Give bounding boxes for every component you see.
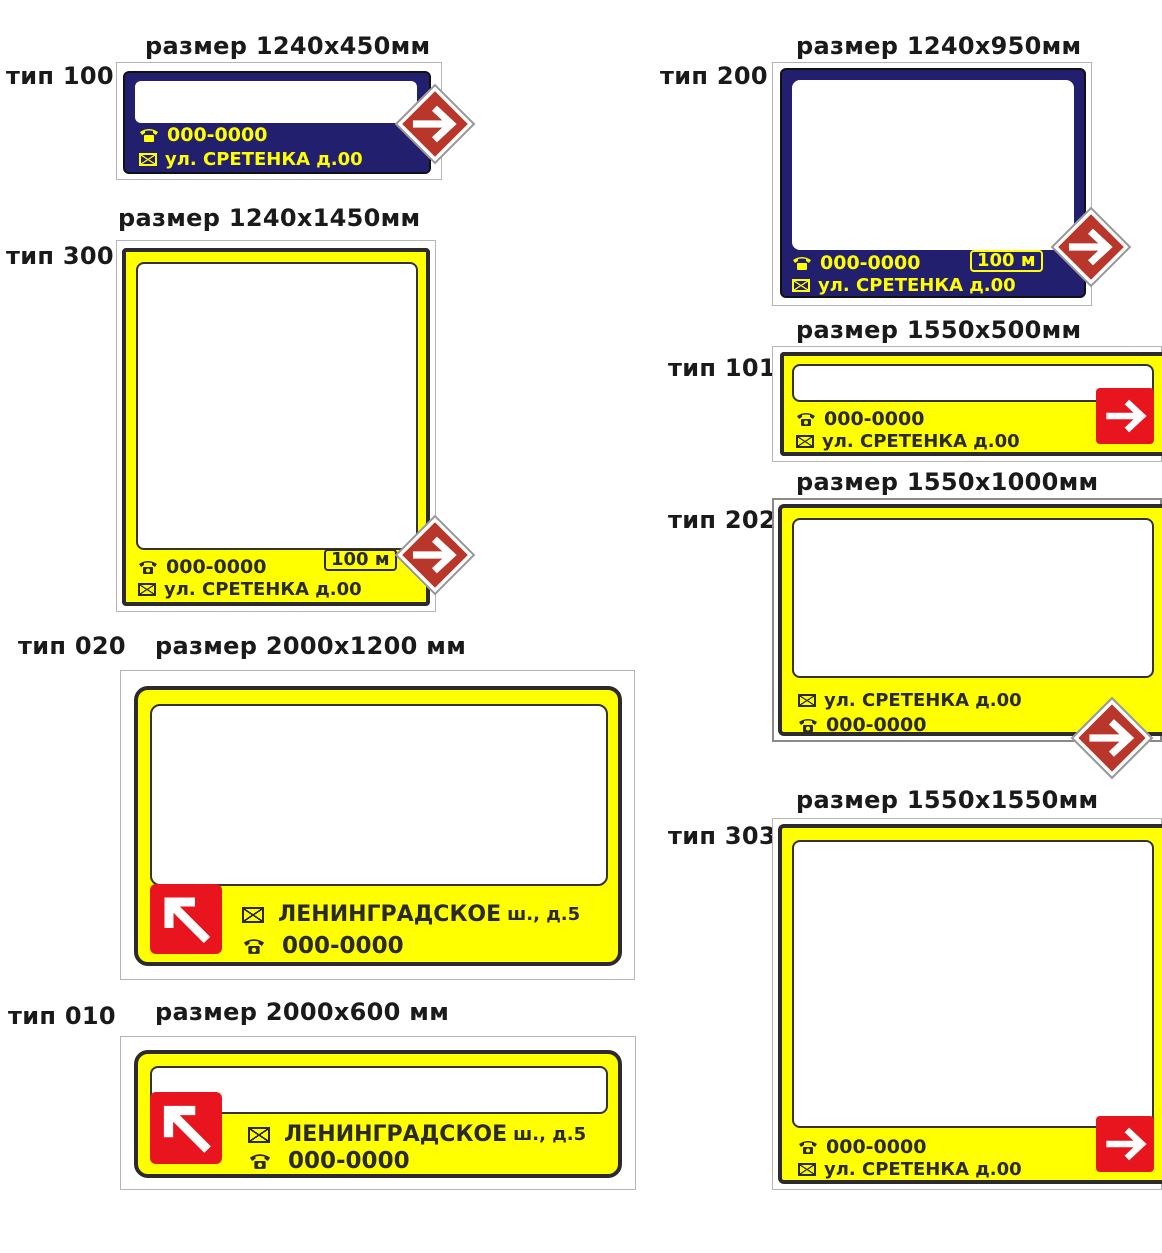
phone-icon <box>792 255 812 271</box>
type-label-t202: тип 202 <box>668 506 776 534</box>
envelope-icon <box>792 279 810 292</box>
sign-window <box>792 840 1154 1128</box>
phone-line: 000-0000 <box>796 408 924 430</box>
address-line: ул. СРЕТЕНКА д.00 <box>796 431 1020 452</box>
address-text: ул. СРЕТЕНКА д.00 <box>165 149 363 170</box>
sign-plate-t200: 000-0000 100 м ул. СРЕТЕНКА д.00 <box>780 68 1086 298</box>
phone-line: 000-0000 <box>139 123 268 146</box>
type-label-t101: тип 101 <box>668 354 776 382</box>
sign-window <box>150 1066 608 1114</box>
sign-plate-t010: ЛЕНИНГРАДСКОЕ ш., д.5 000-0000 <box>134 1050 622 1178</box>
diamond-arrow-icon <box>1050 206 1132 288</box>
size-label-t202: размер 1550х1000мм <box>796 468 1099 496</box>
distance-badge: 100 м <box>324 549 397 571</box>
arrow-right-icon <box>1096 1116 1154 1172</box>
address-suffix: ш., д.5 <box>507 904 581 925</box>
sign-plate-t020: ЛЕНИНГРАДСКОЕ ш., д.5 000-0000 <box>134 686 622 966</box>
phone-text: 000-0000 <box>282 933 404 959</box>
address-text: ул. СРЕТЕНКА д.00 <box>164 579 362 600</box>
phone-icon <box>798 1139 818 1155</box>
phone-text: 000-0000 <box>826 714 927 736</box>
phone-icon <box>138 559 158 575</box>
phone-line: 000-0000 <box>798 714 926 736</box>
size-label-t200: размер 1240х950мм <box>796 32 1082 60</box>
envelope-icon <box>138 583 156 596</box>
size-label-t303: размер 1550х1550мм <box>796 786 1099 814</box>
envelope-icon <box>798 694 816 707</box>
arrow-right-icon <box>1096 388 1154 444</box>
type-label-t303: тип 303 <box>668 822 776 850</box>
envelope-icon <box>242 906 264 923</box>
address-line: ул. СРЕТЕНКА д.00 <box>798 690 1022 711</box>
phone-icon <box>139 127 159 143</box>
phone-text: 000-0000 <box>826 1136 927 1158</box>
phone-text: 000-0000 <box>820 252 921 274</box>
phone-line: 000-0000 <box>792 252 920 274</box>
arrow-up-left-icon <box>150 1092 222 1164</box>
phone-line: 000-0000 <box>138 556 266 578</box>
phone-line: 000-0000 <box>248 1148 410 1174</box>
address-line: ЛЕНИНГРАДСКОЕ ш., д.5 <box>242 902 580 927</box>
size-label-t020: размер 2000х1200 мм <box>155 632 467 660</box>
arrow-up-left-icon <box>150 884 222 954</box>
phone-text: 000-0000 <box>166 556 267 578</box>
size-label-t010: размер 2000х600 мм <box>155 998 450 1026</box>
phone-icon <box>798 717 818 733</box>
diamond-arrow-icon <box>1070 696 1154 780</box>
sign-window <box>792 364 1154 402</box>
sign-window <box>136 262 418 550</box>
type-label-t200: тип 200 <box>660 62 768 90</box>
phone-line: 000-0000 <box>242 933 404 959</box>
address-suffix: ш., д.5 <box>513 1124 587 1145</box>
phone-icon <box>248 1152 272 1170</box>
diamond-arrow-icon <box>394 514 476 596</box>
size-label-t101: размер 1550х500мм <box>796 316 1082 344</box>
address-line: ул. СРЕТЕНКА д.00 <box>138 579 362 600</box>
address-text: ул. СРЕТЕНКА д.00 <box>824 1159 1022 1180</box>
phone-line: 000-0000 <box>798 1136 926 1158</box>
diamond-arrow-icon <box>394 83 476 165</box>
size-label-t100: размер 1240х450мм <box>145 32 431 60</box>
sign-window <box>135 81 417 123</box>
distance-badge: 100 м <box>970 250 1043 272</box>
envelope-icon <box>248 1126 270 1143</box>
address-text: ЛЕНИНГРАДСКОЕ <box>284 1122 508 1147</box>
type-label-t100: тип 100 <box>6 62 114 90</box>
address-line: ЛЕНИНГРАДСКОЕ ш., д.5 <box>248 1122 586 1147</box>
phone-icon <box>242 937 266 955</box>
sign-window <box>792 518 1154 678</box>
type-label-t020: тип 020 <box>18 632 126 660</box>
address-text: ул. СРЕТЕНКА д.00 <box>818 275 1016 296</box>
envelope-icon <box>798 1163 816 1176</box>
type-label-t300: тип 300 <box>6 242 114 270</box>
sign-window <box>792 80 1074 250</box>
phone-text: 000-0000 <box>824 408 925 430</box>
envelope-icon <box>796 435 814 448</box>
address-line: ул. СРЕТЕНКА д.00 <box>139 149 363 170</box>
address-text: ул. СРЕТЕНКА д.00 <box>824 690 1022 711</box>
phone-text: 000-0000 <box>167 123 268 146</box>
sign-plate-t303: 000-0000 ул. СРЕТЕНКА д.00 <box>778 824 1162 1184</box>
address-text: ул. СРЕТЕНКА д.00 <box>822 431 1020 452</box>
envelope-icon <box>139 153 157 166</box>
sign-window <box>150 704 608 886</box>
type-label-t010: тип 010 <box>8 1002 116 1030</box>
sign-plate-t202: ул. СРЕТЕНКА д.00 000-0000 <box>778 504 1162 736</box>
sign-plate-t100: 000-0000 ул. СРЕТЕНКА д.00 <box>123 71 431 174</box>
phone-text: 000-0000 <box>288 1148 410 1174</box>
address-text: ЛЕНИНГРАДСКОЕ <box>278 902 502 927</box>
address-line: ул. СРЕТЕНКА д.00 <box>792 275 1016 296</box>
address-line: ул. СРЕТЕНКА д.00 <box>798 1159 1022 1180</box>
size-label-t300: размер 1240х1450мм <box>118 204 421 232</box>
sign-plate-t101: 000-0000 ул. СРЕТЕНКА д.00 <box>780 352 1162 456</box>
phone-icon <box>796 411 816 427</box>
sign-plate-t300: 000-0000 100 м ул. СРЕТЕНКА д.00 <box>122 248 430 606</box>
